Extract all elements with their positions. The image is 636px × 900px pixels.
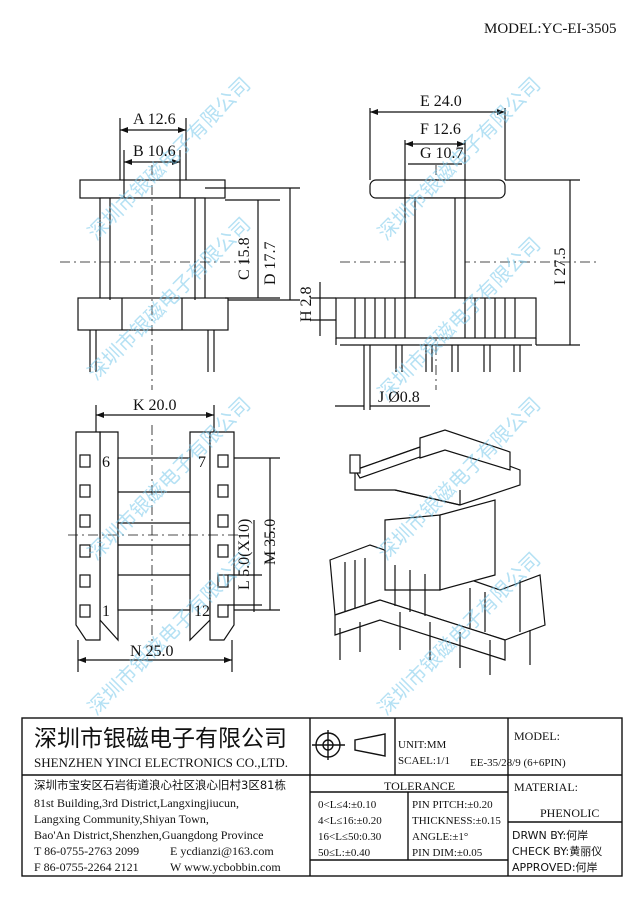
- side-view: [310, 108, 580, 410]
- dim-j: J Ø0.8: [378, 389, 420, 406]
- model-value: EE-35/28/9 (6+6PIN): [470, 757, 566, 769]
- dim-d: D 17.7: [262, 241, 279, 285]
- pin-label-7: 7: [198, 454, 206, 471]
- tolerance-row: PIN PITCH:±0.20: [412, 799, 493, 811]
- address-cn: 深圳市宝安区石岩街道浪心社区浪心旧村3区81栋: [34, 778, 286, 792]
- dim-b: B 10.6: [133, 143, 176, 160]
- website: W www.ycbobbin.com: [170, 860, 281, 874]
- arrow-marks: [78, 109, 505, 663]
- isometric-view: [329, 429, 546, 675]
- tolerance-row: 16<L≤50:0.30: [318, 831, 382, 843]
- dim-h: H 2.8: [298, 286, 315, 322]
- scale-label: SCAEL:1/1: [398, 755, 450, 767]
- tolerance-row: THICKNESS:±0.15: [412, 815, 501, 827]
- title-block: [21, 717, 623, 877]
- fax: F 86-0755-2264 2121: [34, 860, 139, 874]
- tolerance-title: TOLERANCE: [384, 779, 456, 793]
- material-value: PHENOLIC: [540, 806, 600, 820]
- dim-a: A 12.6: [133, 111, 176, 128]
- model-label: MODEL:: [514, 729, 560, 743]
- bottom-view: [75, 405, 280, 672]
- dim-n: N 25.0: [130, 643, 174, 660]
- approved-by: APPROVED:何岸: [512, 861, 598, 874]
- phone: T 86-0755-2763 2099: [34, 844, 140, 858]
- address-line-3: Bao'An District,Shenzhen,Guangdong Provi…: [34, 828, 264, 842]
- drawn-by: DRWN BY:何岸: [512, 829, 589, 842]
- pin-label-12: 12: [194, 603, 210, 620]
- tolerance-row: 4<L≤16:±0.20: [318, 815, 382, 827]
- address-line-2: Langxing Community,Shiyan Town,: [34, 812, 209, 826]
- dim-e: E 24.0: [420, 93, 462, 110]
- front-view: [77, 118, 300, 372]
- email: E ycdianzi@163.com: [170, 844, 274, 858]
- model-header: MODEL:YC-EI-3505: [484, 21, 617, 37]
- company-name-cn: 深圳市银磁电子有限公司: [34, 726, 287, 752]
- company-name-en: SHENZHEN YINCI ELECTRONICS CO.,LTD.: [34, 755, 288, 770]
- dim-i: I 27.5: [552, 247, 569, 285]
- tolerance-row: ANGLE:±1°: [412, 831, 469, 843]
- material-label: MATERIAL:: [514, 780, 578, 794]
- dim-c: C 15.8: [236, 237, 253, 280]
- tolerance-row: 50≤L:±0.40: [318, 847, 371, 859]
- address-line-1: 81st Building,3rd District,Langxingjiucu…: [34, 796, 239, 810]
- dim-f: F 12.6: [420, 121, 461, 138]
- dim-g: G 10.7: [420, 145, 464, 162]
- pin-label-1: 1: [102, 603, 110, 620]
- dim-l: L 5.0(X10): [236, 518, 253, 590]
- dim-k: K 20.0: [133, 397, 177, 414]
- pin-label-6: 6: [102, 454, 110, 471]
- check-by: CHECK BY:黄丽仪: [512, 845, 603, 858]
- tolerance-row: 0<L≤4:±0.10: [318, 799, 377, 811]
- unit-label: UNIT:MM: [398, 739, 447, 751]
- tolerance-row: PIN DIM:±0.05: [412, 847, 483, 859]
- dim-m: M 35.0: [262, 518, 279, 565]
